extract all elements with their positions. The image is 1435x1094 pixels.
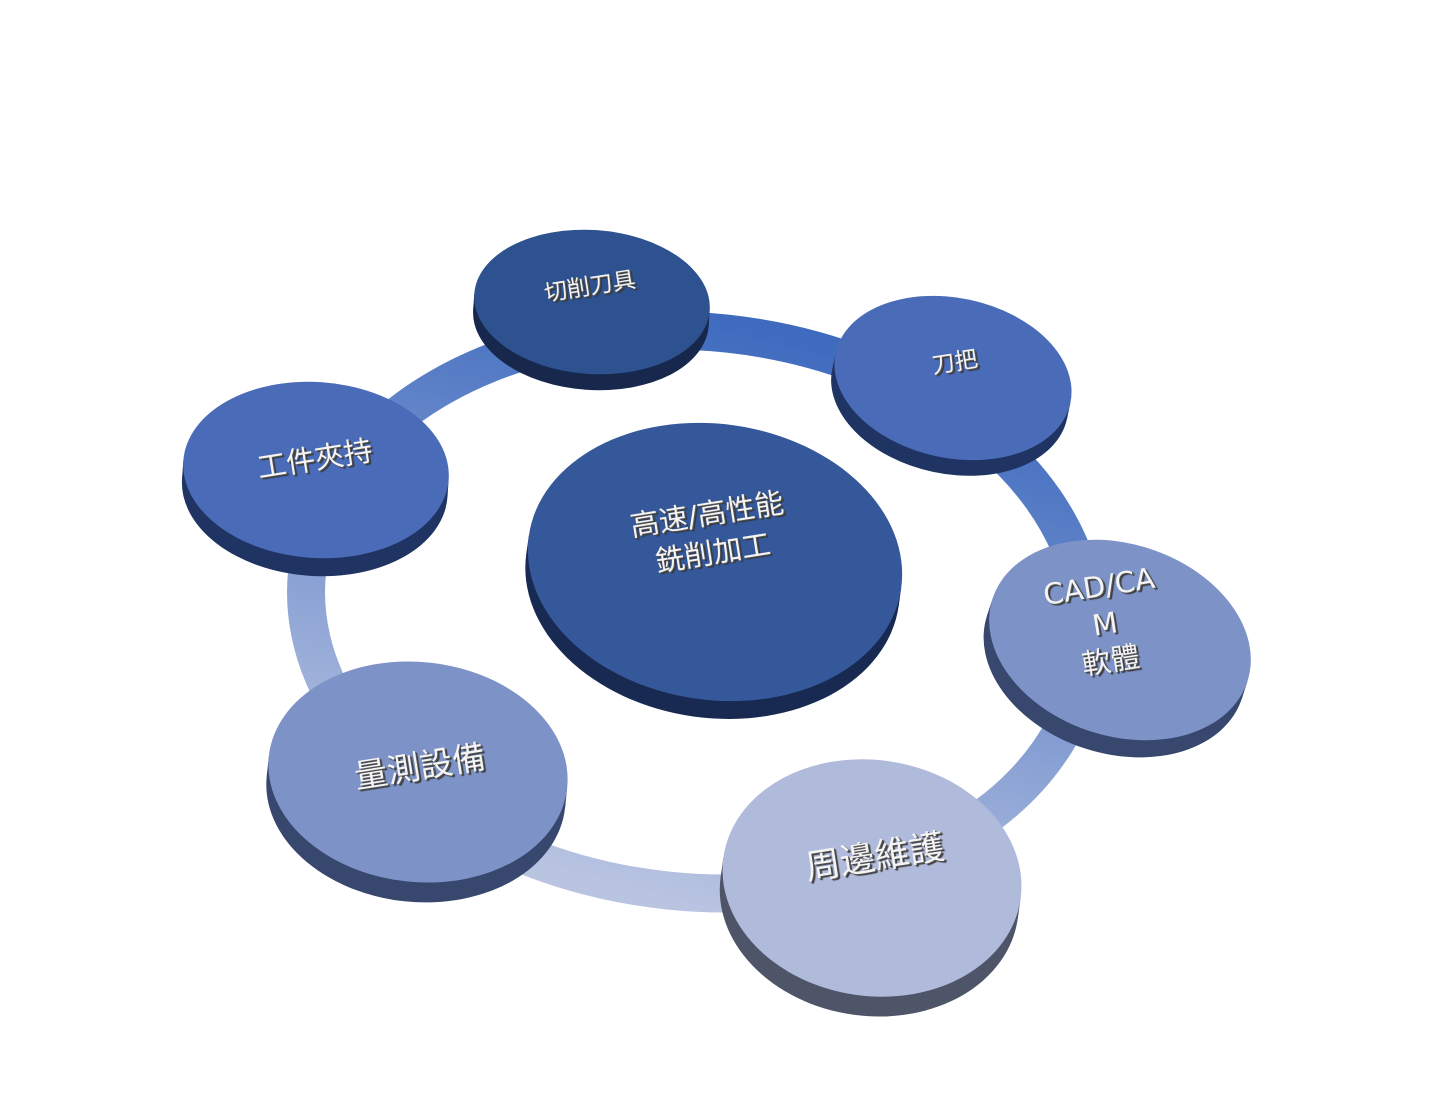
node-disc-peripheral-maintenance [719, 759, 1022, 1017]
center-disc [525, 422, 903, 719]
node-disc-tool-holder [831, 295, 1072, 476]
center-disc-top [527, 422, 903, 702]
node-disc-measuring-equipment [266, 661, 568, 903]
node-disc-workholding [181, 381, 449, 577]
node-disc-tool-holder-top [834, 295, 1072, 461]
node-disc-cad-cam-top [989, 539, 1251, 741]
node-disc-peripheral-maintenance-top [722, 759, 1022, 997]
node-disc-cutting-tools-top [474, 229, 710, 375]
node-disc-cutting-tools [473, 229, 710, 391]
node-disc-workholding-top [183, 381, 449, 559]
node-disc-measuring-equipment-top [268, 661, 568, 883]
node-disc-cad-cam [983, 539, 1251, 758]
